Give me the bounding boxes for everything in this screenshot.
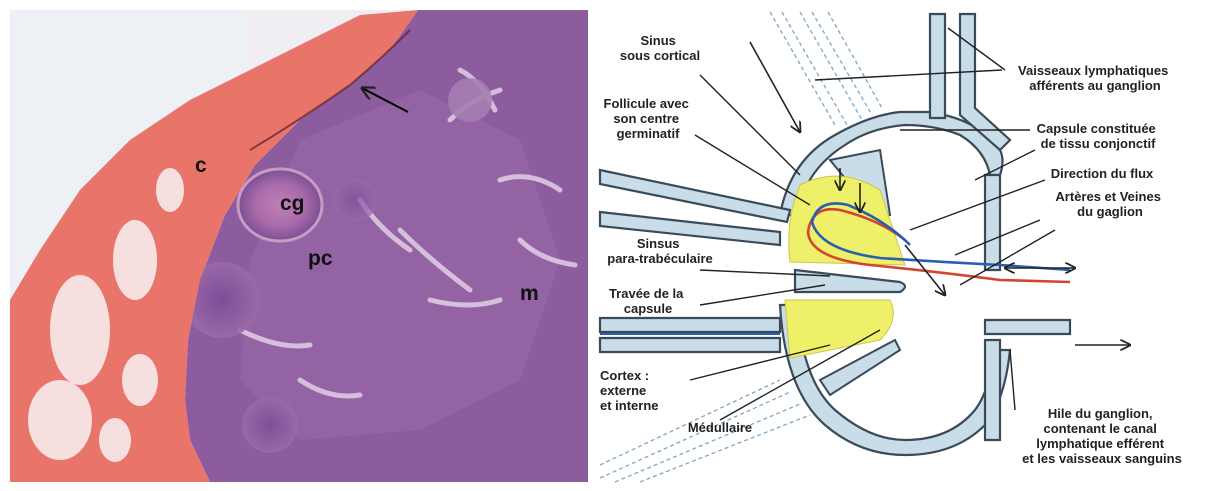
trabecula: [795, 270, 905, 292]
label-paracortex-pc: pc: [308, 247, 333, 270]
diagram-panel: Sinus sous cortical Vaisseaux lymphatiqu…: [600, 12, 1182, 482]
label-follicule: Follicule avec son centre germinatif: [604, 96, 693, 141]
label-arteres-veines: Artères et Veines du gaglion: [1055, 189, 1164, 219]
micrograph-panel: c cg pc m: [10, 10, 588, 482]
label-direction-flux: Direction du flux: [1051, 166, 1154, 181]
label-sinus-para-trabeculaire: Sinsus para-trabéculaire: [607, 236, 713, 266]
label-vaisseaux-afferents: Vaisseaux lymphatiques afférents au gang…: [1018, 63, 1172, 93]
flow-arrow-inbound: [750, 42, 800, 132]
label-hile: Hile du ganglion, contenant le canal lym…: [1022, 406, 1182, 466]
follicle: [242, 397, 298, 453]
follicle: [333, 178, 377, 222]
label-medulla-m: m: [520, 282, 539, 305]
label-travee: Travée de la capsule: [609, 286, 687, 316]
label-capsule-constituee: Capsule constituée de tissu conjonctif: [1037, 121, 1160, 151]
label-capsule-c: c: [195, 154, 207, 177]
label-germinal-center-cg: cg: [280, 192, 305, 215]
label-sinus-sous-cortical: Sinus sous cortical: [620, 33, 700, 63]
afferent-vessels-left: [600, 212, 780, 352]
efferent-vessels-right: [985, 175, 1070, 440]
label-medullaire: Médullaire: [688, 420, 752, 435]
follicle: [448, 78, 492, 122]
label-cortex: Cortex : externe et interne: [600, 368, 659, 413]
